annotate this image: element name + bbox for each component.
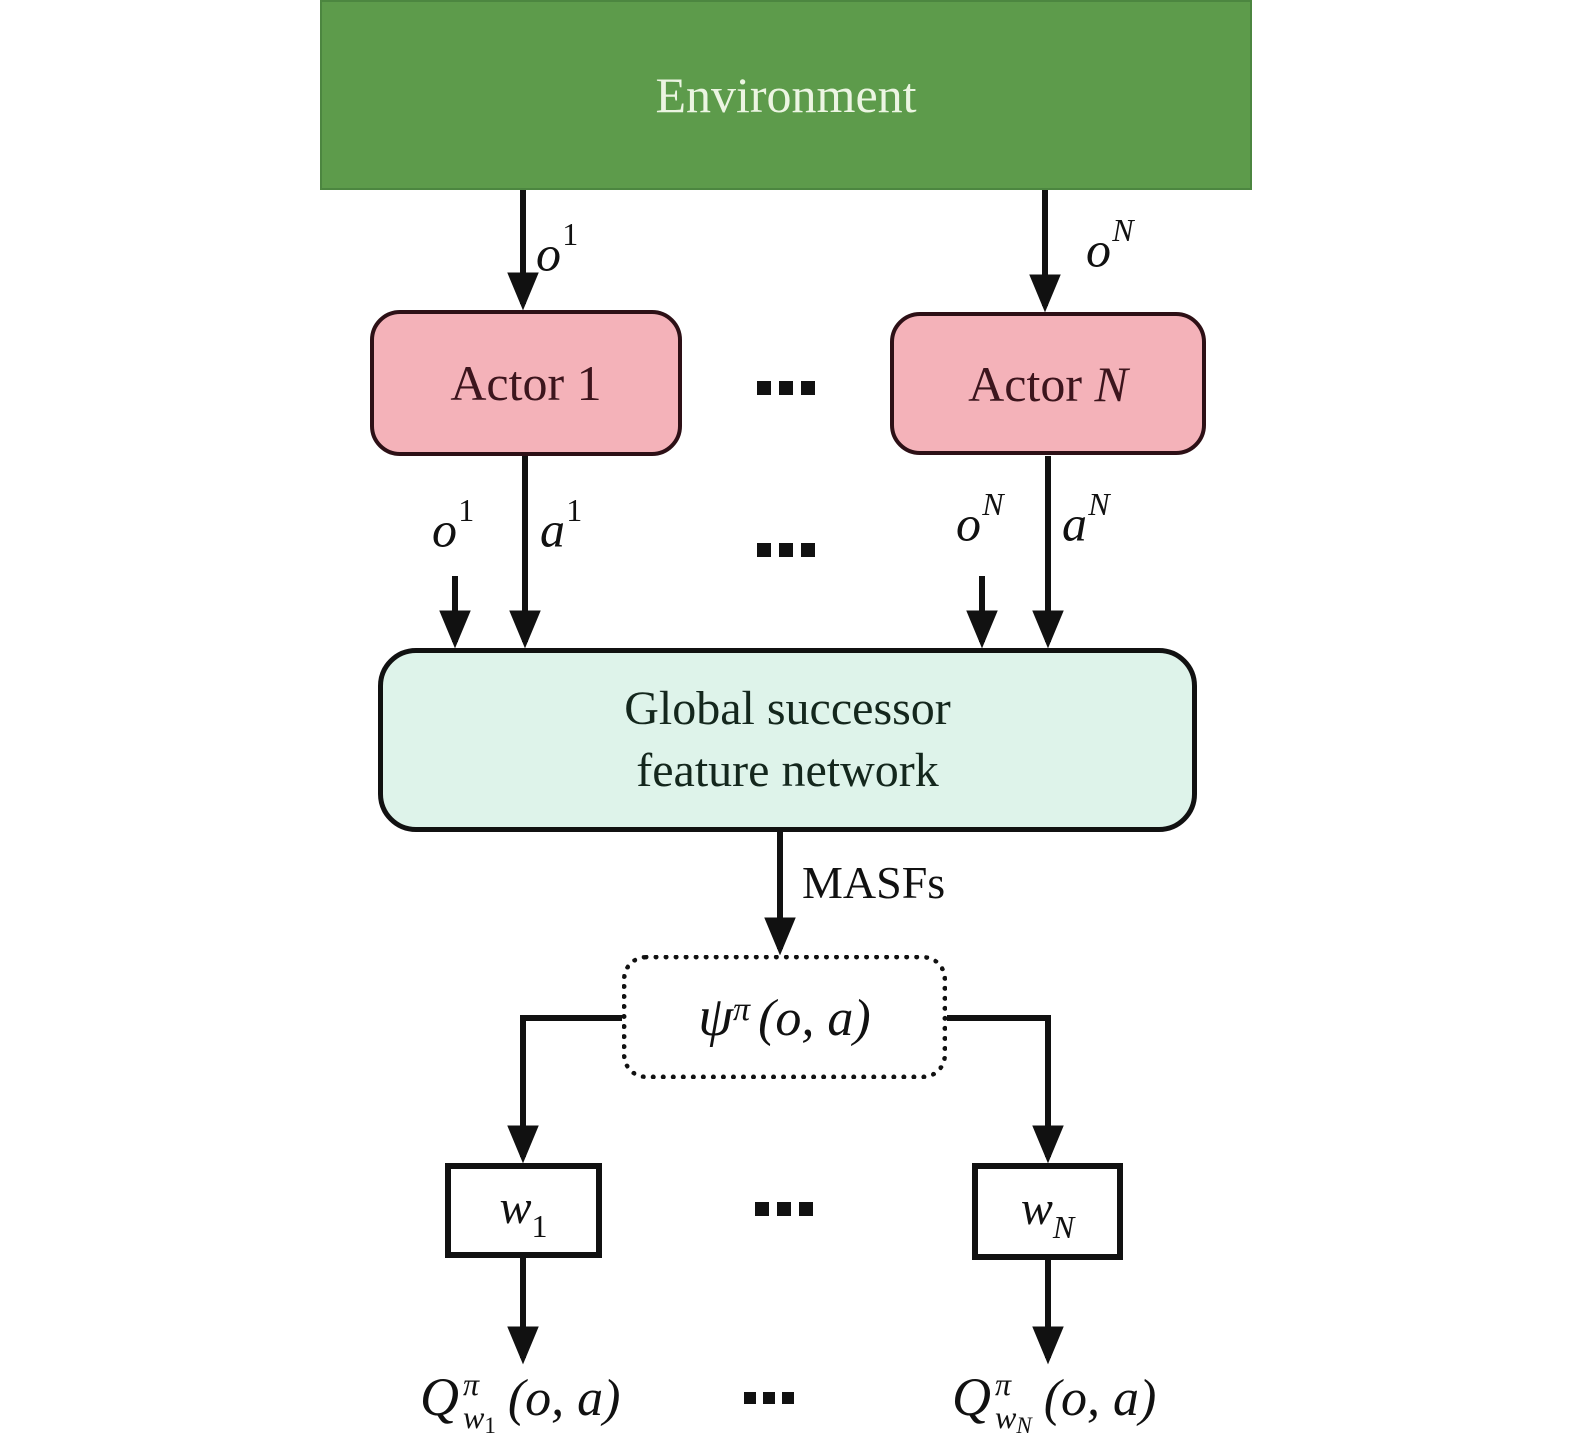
qn-sub-idx: N bbox=[1016, 1413, 1032, 1439]
actor-1-box: Actor 1 bbox=[370, 310, 682, 456]
q1-sub-var: w bbox=[463, 1399, 485, 1435]
o1-in-sup: 1 bbox=[458, 492, 475, 528]
arrow-psi-to-wN bbox=[947, 1015, 1064, 1164]
arrow-psi-to-w1 bbox=[507, 1015, 622, 1164]
actor-n-prefix: Actor bbox=[968, 355, 1095, 412]
qn-sub-var: w bbox=[995, 1399, 1017, 1435]
edge-label-aN-in: aN bbox=[1062, 488, 1110, 552]
global-successor-feature-network-box: Global successor feature network bbox=[378, 648, 1197, 832]
psi-formula: ψπ(o, a) bbox=[698, 985, 870, 1049]
actor-n-box: Actor N bbox=[890, 312, 1206, 455]
aN-in-sup: N bbox=[1088, 486, 1110, 522]
edge-label-o1-in: o1 bbox=[432, 494, 474, 558]
psi-args: (o, a) bbox=[758, 990, 871, 1047]
network-label-line2: feature network bbox=[636, 744, 939, 797]
a1-in-var: a bbox=[540, 501, 565, 558]
actor-n-var: N bbox=[1094, 355, 1128, 412]
actor-n-label: Actor N bbox=[968, 355, 1128, 413]
o1-in-var: o bbox=[432, 501, 457, 558]
o1-env-var: o bbox=[536, 225, 561, 282]
ellipsis-icon bbox=[755, 1202, 813, 1216]
oN-in-var: o bbox=[956, 495, 981, 552]
q1-base: Q bbox=[420, 1367, 459, 1427]
a1-in-sup: 1 bbox=[566, 492, 583, 528]
edge-label-a1-in: a1 bbox=[540, 494, 582, 558]
psi-sup: π bbox=[733, 990, 751, 1028]
wn-box: wN bbox=[972, 1163, 1123, 1260]
q1-sub: w1 bbox=[463, 1399, 496, 1437]
oN-in-sup: N bbox=[982, 486, 1004, 522]
ellipsis-icon bbox=[757, 381, 815, 395]
wn-var: w bbox=[1020, 1181, 1053, 1235]
environment-label: Environment bbox=[655, 67, 917, 123]
edge-label-oN-env: oN bbox=[1086, 214, 1134, 278]
w1-box: w1 bbox=[445, 1163, 602, 1258]
qn-args: (o, a) bbox=[1043, 1370, 1157, 1427]
aN-in-var: a bbox=[1062, 495, 1087, 552]
oN-env-var: o bbox=[1086, 221, 1111, 278]
ellipsis-icon bbox=[744, 1392, 794, 1404]
psi-var: ψ bbox=[698, 986, 734, 1048]
w1-label: w1 bbox=[499, 1180, 548, 1245]
q1-sup: π bbox=[463, 1366, 480, 1402]
wn-label: wN bbox=[1020, 1181, 1075, 1246]
oN-env-sup: N bbox=[1112, 212, 1134, 248]
qn-base: Q bbox=[952, 1367, 991, 1427]
q1-sub-idx: 1 bbox=[484, 1413, 496, 1439]
edge-label-oN-in: oN bbox=[956, 488, 1004, 552]
qn-sub: wN bbox=[995, 1399, 1032, 1437]
edge-label-o1-env: o1 bbox=[536, 218, 578, 282]
edge-label-masfs: MASFs bbox=[802, 857, 946, 908]
q1-args: (o, a) bbox=[507, 1370, 621, 1427]
network-label-line1: Global successor bbox=[624, 681, 951, 735]
masf-psi-box: ψπ(o, a) bbox=[622, 955, 947, 1079]
wn-sub: N bbox=[1052, 1209, 1075, 1246]
actor-1-label: Actor 1 bbox=[450, 355, 602, 411]
environment-box: Environment bbox=[320, 0, 1252, 190]
qn-sup: π bbox=[995, 1366, 1012, 1402]
ellipsis-icon bbox=[757, 543, 815, 557]
network-label: Global successor feature network bbox=[624, 678, 951, 803]
o1-env-sup: 1 bbox=[562, 216, 579, 252]
w1-var: w bbox=[499, 1180, 532, 1234]
w1-sub: 1 bbox=[531, 1208, 548, 1245]
